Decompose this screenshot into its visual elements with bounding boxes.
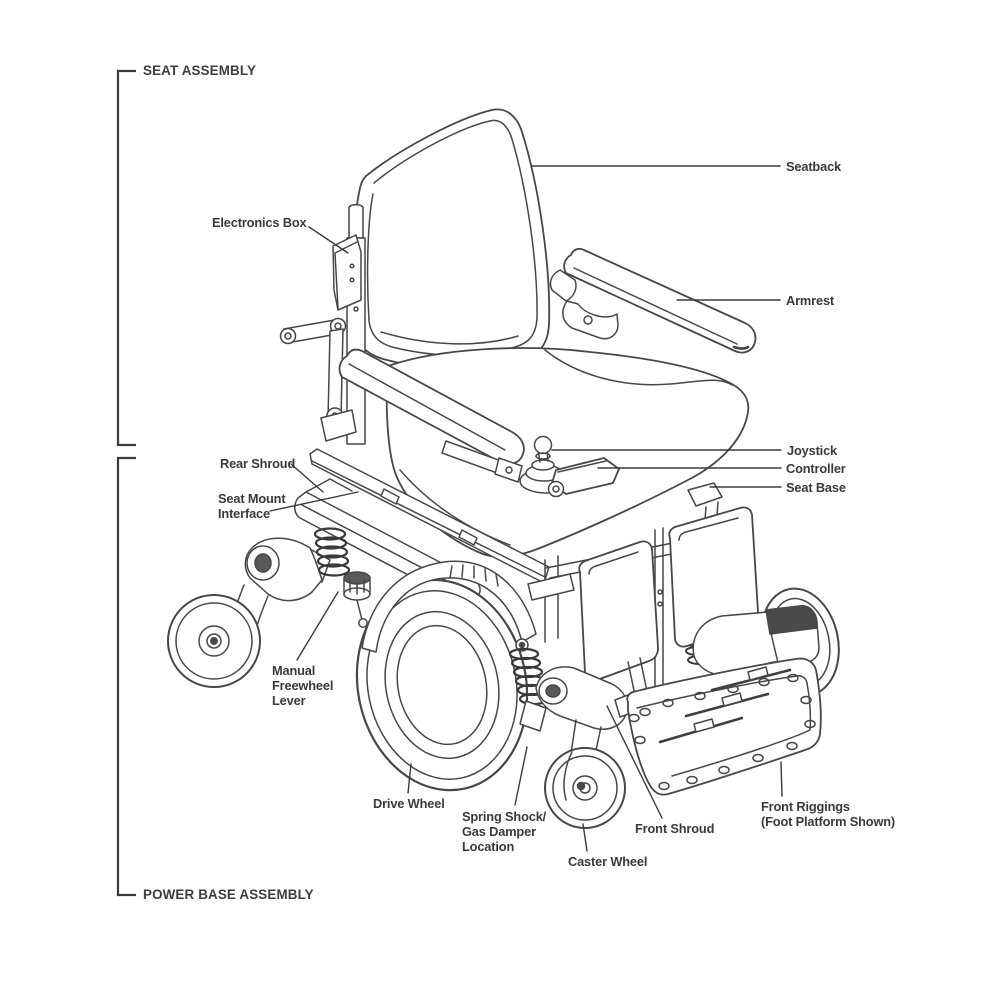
callout-seat-base: Seat Base [786,480,846,495]
recline-linkage [279,317,357,442]
callout-controller: Controller [786,461,846,476]
seatback [352,108,551,371]
power-base-assembly-bracket [116,456,136,897]
seat-assembly-bracket [116,69,136,447]
front-caster [535,666,628,829]
spring-shock [508,647,586,732]
leader-caster-wheel [582,823,588,852]
callout-joystick: Joystick [787,443,838,458]
foot-platform [614,657,822,796]
callout-electronics-box: Electronics Box [212,215,307,230]
leader-front-shroud [606,705,663,819]
leader-manual-freewheel-lever [296,591,339,661]
leader-drive-wheel [407,763,412,794]
callout-manual-freewheel-lever: Manual Freewheel Lever [272,663,334,708]
electronics-box [332,234,362,311]
leader-electronics-box [308,226,349,254]
callout-spring-shock: Spring Shock/ Gas Damper Location [462,809,547,854]
callout-armrest: Armrest [786,293,835,308]
callout-rear-shroud: Rear Shroud [220,456,296,471]
rear-suspension-spring [313,527,351,577]
leader-seat-mount-interface [269,491,359,512]
leader-front-riggings [780,761,783,797]
leader-lines [269,165,783,852]
callout-front-riggings: Front Riggings (Foot Platform Shown) [761,799,896,829]
leader-spring-shock [514,746,528,806]
leader-rear-shroud [290,463,324,493]
callout-front-shroud: Front Shroud [635,821,715,836]
armrest-left [338,348,525,483]
power-base-assembly-label: POWER BASE ASSEMBLY [143,887,314,902]
seat-assembly-label: SEAT ASSEMBLY [143,63,257,78]
armrest-right [549,247,757,354]
drive-wheel-fender [361,560,537,653]
callout-drive-wheel: Drive Wheel [373,796,445,811]
manual-freewheel-lever [343,571,371,628]
controller [547,457,620,498]
assembly-brackets [116,69,136,897]
callout-caster-wheel: Caster Wheel [568,854,648,869]
callout-seatback: Seatback [786,159,841,174]
callout-seat-mount-interface: Seat Mount Interface [218,491,286,521]
